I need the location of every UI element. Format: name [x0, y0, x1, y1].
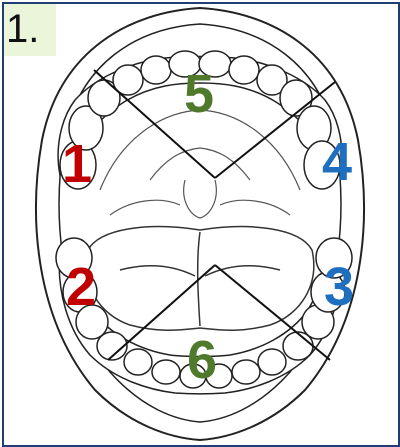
sextant-4-label: 4	[322, 132, 352, 192]
sextant-5-label: 5	[184, 64, 214, 124]
sextant-6-label: 6	[187, 330, 217, 390]
sextant-3-label: 3	[324, 257, 354, 317]
sextant-2-label: 2	[66, 257, 96, 317]
sextant-1-label: 1	[62, 134, 92, 194]
